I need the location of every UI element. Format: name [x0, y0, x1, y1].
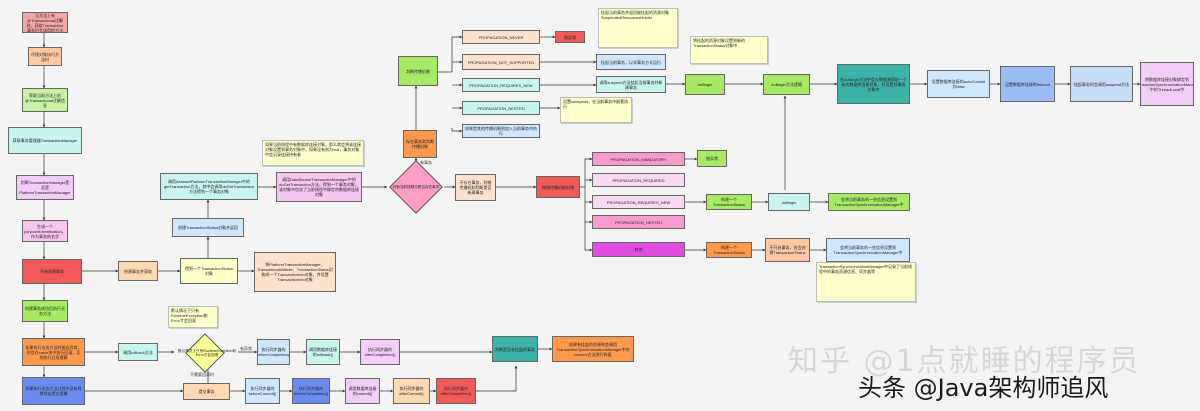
before-completion-node: 执行同步器的beforeCompletion() [257, 339, 290, 365]
sync-info2-node: 会将当前事务的一些信息设置到TransactionSynchronization… [828, 193, 910, 211]
prop-never-result: 抛异常 [555, 31, 585, 43]
prop-never-node: PROPAGATION_NEVER [462, 30, 540, 44]
resume-node: 如果有挂起的资源则会调用TransactionSynchronizationMa… [552, 336, 634, 362]
autocommit-node: 设置数据库连接的autoCommit为false [927, 70, 990, 98]
prop-requires-new-node: PROPAGATION_REQUIRES_NEW [462, 78, 540, 92]
timeout-node: 挂起事务时会调用suspend方法 [1070, 66, 1133, 102]
rollback-note: 默认情况下只有RuntimeException和Error才会回滚 [168, 306, 218, 328]
rollback-conn-node: 调用数据库连接的rollback() [306, 339, 340, 365]
before-commit-node: 执行同步器的beforeCommit() [245, 378, 280, 404]
has-exception-label: 有异常 [240, 346, 252, 351]
prop-other-node: 如果是其他传播机制则加入当前事务中执行 [462, 124, 540, 138]
status-create-node: 创建TransactionStatus对象并返回 [172, 218, 244, 237]
prop-nested-node: PROPAGATION_NESTED [462, 101, 540, 115]
non-sync-node: 不开启事务，但会创建TransactionStatus [765, 238, 810, 262]
suspend-note: 挂起当前事务并返回被挂起的资源对象SuspendedResourcesHolde… [598, 8, 678, 48]
dobegin-desc-node: 在doBegin方法中会从数据源获取一个新的数据库连接对象，并设置到事务对象中 [837, 64, 910, 104]
prop-mandatory-node: PROPAGATION_MANDATORY [592, 152, 685, 166]
rollback-entry-node: 调用rollback方法 [118, 343, 158, 361]
commit-entry-node: 提交事务 [183, 383, 230, 400]
exec-ok-node: 如果执行业务方法过程中没有异常则走提交逻辑 [22, 377, 85, 405]
business-method-node: 创建事务成功后执行业务方法 [22, 300, 68, 322]
sync-info3-node: 会将当前事务的一些信息设置到TransactionSynchronization… [826, 238, 910, 262]
build-status3-node: 构建一个TransactionStatus [706, 242, 752, 258]
prop-nested-note: 设置savepoint，在当前事务中嵌套执行 [560, 97, 632, 123]
after-completion-node: 执行同步器的afterCompletion() [360, 339, 400, 365]
dsm-get-tx-node: 调用DataSourceTransactionManager中的doGetTra… [276, 172, 362, 202]
prop-required-node: PROPAGATION_REQUIRED [592, 173, 685, 187]
create-tx-start-node: 开始创建事务 [22, 259, 82, 284]
prop-not-supported-result: 挂起当前事务，以非事务方式运行 [596, 54, 666, 70]
yes-tx-prop-node: 存在事务则判断传播机制 [403, 130, 437, 158]
create-by-prop-node: 按照传播机制创建 [536, 176, 580, 198]
prop-check-node: 判断传播机制 [398, 56, 438, 86]
prop-others2-node: 其他 [592, 242, 685, 257]
dobegin-logic-node: doBegin方法逻辑 [763, 74, 810, 95]
prop-requires-new-result: 调用suspend方法挂起当前事务并新建事务 [596, 76, 666, 93]
bind-threadlocal-node: 将数据库连接对象绑定到TransactionSynchronizationMan… [1140, 62, 1194, 106]
dobegin-top-node: doBegin [685, 74, 725, 95]
prop-not-supported-node: PROPAGATION_NOT_SUPPORTED [462, 54, 540, 70]
toutiao-watermark: 头条 @Java架构师追风 [858, 374, 1109, 402]
zhihu-watermark: 知乎 @1点就睡的程序员 [788, 344, 1141, 379]
sync-manager-note: TransactionSynchronizationManager中记录了当前线… [816, 262, 916, 302]
transaction-info-node: 将PlatformTransactionManager、TransactionA… [254, 252, 336, 292]
platform-tm-node: 判断TransactionManager是否是PlatformTransacti… [16, 175, 74, 200]
tx-exists-label: 判断当前线程中是否存在事务 [392, 184, 440, 189]
resume-check-node: 判断是否有挂起的事务 [492, 336, 538, 362]
no-rollback-label: 不需要回滚时 [190, 372, 214, 377]
prop-nested2-node: PROPAGATION_NESTED [592, 215, 685, 229]
commit-conn-node: 调用数据库连接的commit() [345, 378, 380, 404]
abstract-tm-node: 调用AbstractPlatformTransactionManager中的ge… [160, 173, 258, 200]
no-tx-prop-node: 不存在事务，则按传播机制判断是否新建事务 [455, 174, 496, 201]
before-completion2-node: 执行同步器的beforeCompletion() [292, 378, 330, 404]
prop-requires-new2-node: PROPAGATION_REQUIRES_NEW [592, 195, 685, 209]
dobegin2-node: doBegin [768, 193, 810, 211]
after-completion2-node: 执行同步器的afterCompletion() [436, 378, 476, 404]
connection-holder-note: 如果当前线程中有数据库连接对象，那么就会将该连接对象设置到事务对象中，如果没有则… [262, 140, 364, 166]
yes-tx-label: 有事务 [420, 160, 432, 165]
proxy-exec-node: 代理对象执行方法时 [28, 47, 62, 66]
exec-exception-node: 如果执行业务方法时抛出异常，则会在catch块中执行回滚，否则执行后续逻辑 [22, 338, 85, 366]
start-node: 当方法上有@Transactional注解时，获取Transaction事务时会… [22, 12, 68, 33]
build-status2-node: 构建一个TransactionStatus [706, 194, 752, 210]
transaction-status-node: 得到一个TransactionStatus对象 [180, 258, 238, 284]
get-transaction-node: 创建事务并获取 [118, 261, 158, 281]
joinpoint-node: 生成一个joinpointIdentification，作为事务的名字 [22, 220, 68, 242]
interceptor-node: 获取当前方法上的@Transactional注解信息 [22, 88, 68, 112]
rollback-decision-label: 默认情况下只有RuntimeException和Error才会回滚 [178, 348, 236, 357]
transaction-manager-node: 获取事务管理器TransactionManager [8, 127, 82, 154]
status-suspend-note: 将挂起的资源对象设置到新的TransactionStatus对象中 [690, 36, 768, 64]
after-commit-node: 执行同步器的afterCommit() [393, 378, 430, 404]
set-autocommit-node: 设置数据库连接的timeout [1000, 66, 1055, 102]
prop-mandatory-result: 抛异常 [697, 150, 727, 167]
